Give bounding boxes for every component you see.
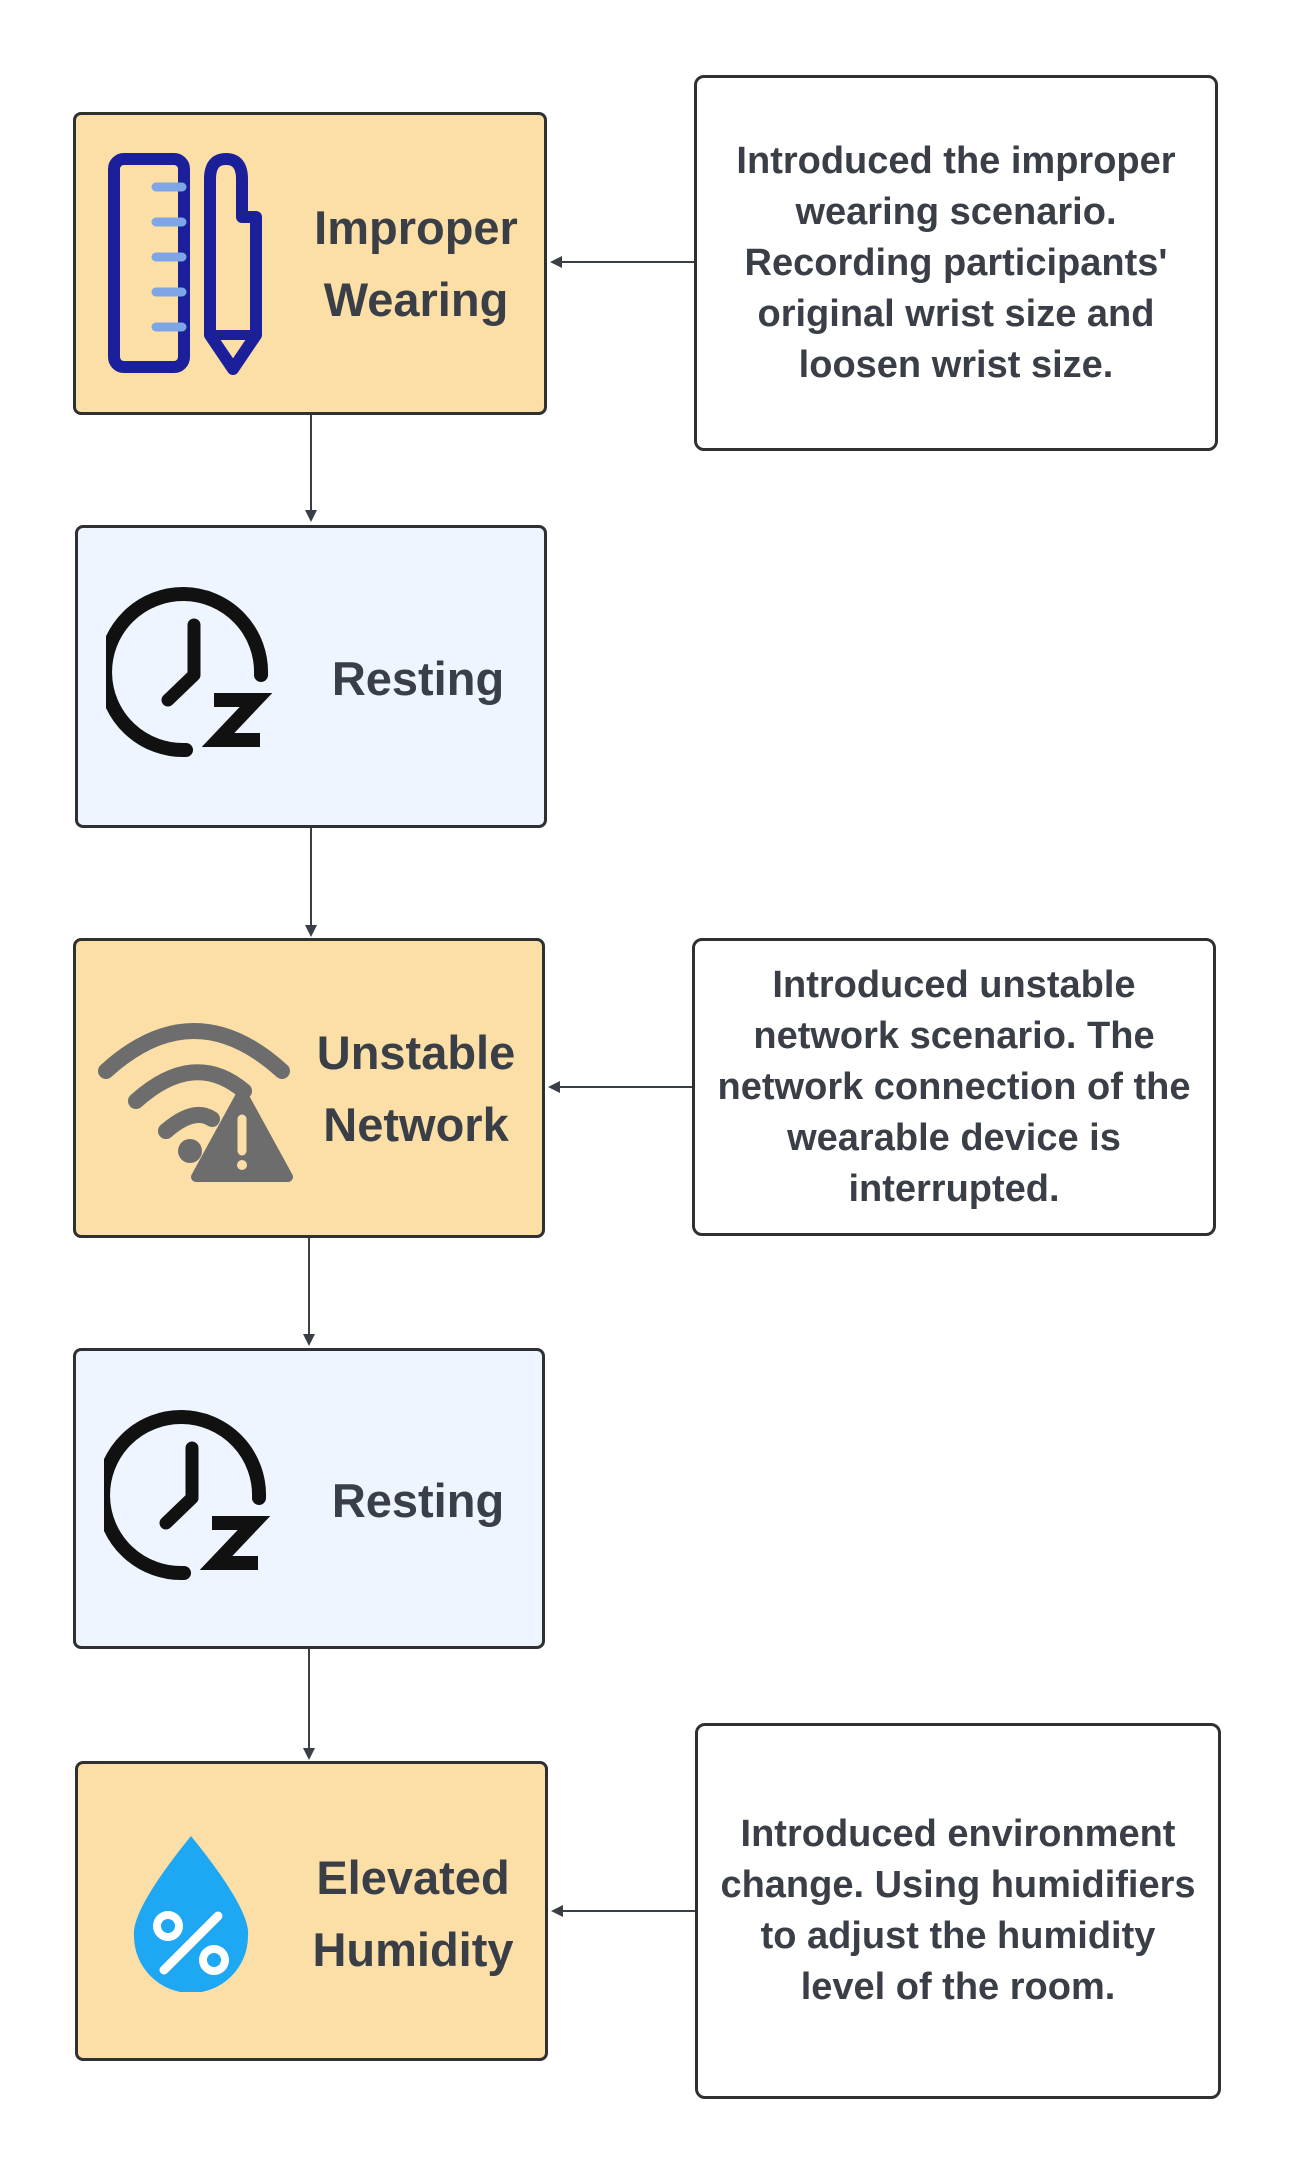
humidity-drop-icon <box>126 1832 256 1997</box>
note-improper-wearing: Introduced the improper wearing scenario… <box>694 75 1218 451</box>
clock-sleep-icon <box>96 1403 284 1588</box>
wifi-warning-icon <box>94 1011 294 1196</box>
step-label: Elevated Humidity <box>312 1851 514 1976</box>
note-elevated-humidity: Introduced environment change. Using hum… <box>695 1723 1221 2099</box>
step-label: Improper Wearing <box>314 201 518 326</box>
step-unstable-network: Unstable Network <box>73 938 545 1238</box>
step-label: Resting <box>331 652 505 705</box>
note-text: Introduced unstable network scenario. Th… <box>717 963 1191 1210</box>
step-resting-1: Resting <box>75 525 547 828</box>
note-text: Introduced the improper wearing scenario… <box>736 139 1176 386</box>
note-unstable-network: Introduced unstable network scenario. Th… <box>692 938 1216 1236</box>
step-label: Unstable Network <box>316 1026 516 1151</box>
ruler-pencil-icon <box>106 151 266 386</box>
step-elevated-humidity: Elevated Humidity <box>75 1761 548 2061</box>
step-improper-wearing: Improper Wearing <box>73 112 547 415</box>
step-resting-2: Resting <box>73 1348 545 1649</box>
clock-sleep-icon <box>98 580 286 765</box>
note-text: Introduced environment change. Using hum… <box>720 1813 1196 2008</box>
step-label: Resting <box>331 1474 505 1527</box>
